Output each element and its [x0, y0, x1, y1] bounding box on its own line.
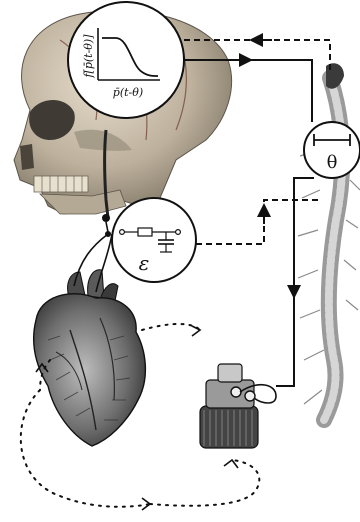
- delay-circle: θ: [304, 122, 360, 178]
- curve-x-label: p̄(t-θ): [113, 86, 143, 99]
- baroreflex-curve-circle: p̄(t-θ) f[p̄(t-θ)]: [68, 2, 184, 118]
- heart-illustration: [34, 270, 146, 446]
- pump-device-illustration: [200, 364, 276, 448]
- circulation-dotted-right: [150, 460, 259, 506]
- delay-symbol: θ: [327, 152, 338, 173]
- circuit-circle: ε: [112, 198, 196, 282]
- circulation-arrow-bottom: [142, 498, 150, 510]
- circulation-arrow-top: [192, 326, 200, 336]
- circuit-dashed-line: [196, 200, 318, 244]
- spine-illustration: [298, 63, 360, 420]
- circuit-symbol: ε: [139, 251, 150, 275]
- circulation-dotted-top: [142, 324, 200, 330]
- curve-y-label: f[p̄(t-θ)]: [82, 34, 95, 79]
- sensor-wire: [106, 222, 108, 232]
